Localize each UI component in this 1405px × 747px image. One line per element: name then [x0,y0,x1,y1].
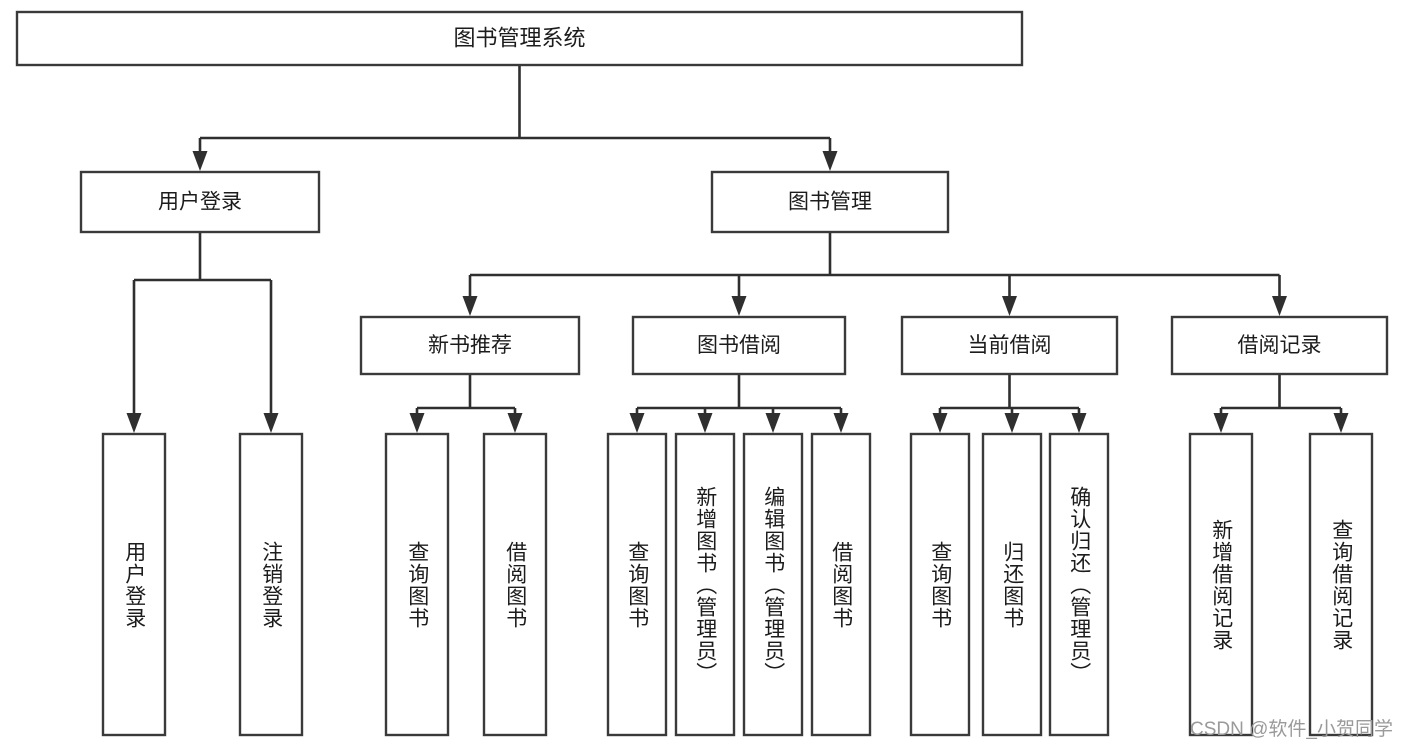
arrowhead-leaf-query-book-rec [409,413,425,433]
node-leaf-edit-book[interactable] [742,432,804,737]
arrowhead-new-book-rec [462,296,478,316]
arrowhead-leaf-query-book-current [932,413,948,433]
node-box-leaf-borrow-book-rec[interactable] [482,432,548,737]
node-leaf-borrow-book[interactable] [810,432,872,737]
csdn-watermark: CSDN @软件_小贺同学 [1190,719,1393,740]
node-box-layer [15,10,1389,737]
node-box-root[interactable] [15,10,1024,67]
node-box-leaf-return-book[interactable] [981,432,1043,737]
node-box-leaf-user-logout[interactable] [238,432,304,737]
node-leaf-return-book[interactable] [981,432,1043,737]
node-leaf-query-book-current[interactable] [909,432,971,737]
connector-layer [126,65,1349,433]
arrowhead-borrow-record [1272,296,1287,316]
arrowhead-book-borrow [731,296,747,316]
arrowhead-book-manage [822,151,838,171]
node-leaf-add-record[interactable] [1188,432,1254,737]
node-borrow-record[interactable] [1170,315,1389,376]
arrowhead-leaf-user-logout [263,413,279,433]
node-box-book-borrow[interactable] [631,315,847,376]
arrowhead-leaf-add-record [1213,413,1229,433]
node-box-leaf-confirm-return[interactable] [1048,432,1110,737]
node-leaf-borrow-book-rec[interactable] [482,432,548,737]
arrowhead-leaf-borrow-book-rec [507,413,523,433]
node-box-user-login[interactable] [79,170,321,234]
node-box-current-borrow[interactable] [900,315,1119,376]
node-root[interactable] [15,10,1024,67]
node-label-book-manage: 图书管理 [788,191,872,214]
node-current-borrow[interactable] [900,315,1119,376]
node-label-user-login: 用户登录 [158,191,242,214]
node-label-root: 图书管理系统 [453,25,585,50]
arrowhead-leaf-borrow-book [833,413,849,433]
node-box-new-book-rec[interactable] [359,315,581,376]
node-box-leaf-user-login[interactable] [101,432,167,737]
node-box-leaf-borrow-book[interactable] [810,432,872,737]
node-leaf-confirm-return[interactable] [1048,432,1110,737]
arrowhead-user-login [192,151,208,171]
node-box-book-manage[interactable] [710,170,950,234]
arrowhead-leaf-query-record [1333,413,1349,433]
node-label-book-borrow: 图书借阅 [697,334,781,357]
node-new-book-rec[interactable] [359,315,581,376]
node-user-login[interactable] [79,170,321,234]
node-box-leaf-edit-book[interactable] [742,432,804,737]
arrowhead-leaf-edit-book [765,413,781,433]
node-leaf-query-record[interactable] [1308,432,1374,737]
arrowhead-leaf-query-book-borrow [629,413,645,433]
node-book-borrow[interactable] [631,315,847,376]
node-label-borrow-record: 借阅记录 [1238,334,1322,357]
node-box-leaf-add-book[interactable] [674,432,736,737]
node-leaf-user-login[interactable] [101,432,167,737]
node-leaf-query-book-borrow[interactable] [606,432,668,737]
arrowhead-leaf-add-book [697,413,713,433]
node-book-manage[interactable] [710,170,950,234]
node-box-leaf-query-book-current[interactable] [909,432,971,737]
node-box-leaf-query-book-borrow[interactable] [606,432,668,737]
node-box-leaf-query-record[interactable] [1308,432,1374,737]
node-label-new-book-rec: 新书推荐 [428,334,512,357]
arrowhead-leaf-confirm-return [1071,413,1087,433]
arrowhead-leaf-return-book [1004,413,1020,433]
node-leaf-add-book[interactable] [674,432,736,737]
node-box-leaf-query-book-rec[interactable] [384,432,450,737]
node-leaf-query-book-rec[interactable] [384,432,450,737]
arrowhead-leaf-user-login [126,413,142,433]
node-box-leaf-add-record[interactable] [1188,432,1254,737]
arrowhead-current-borrow [1002,296,1017,316]
node-label-current-borrow: 当前借阅 [968,334,1052,357]
node-leaf-user-logout[interactable] [238,432,304,737]
node-box-borrow-record[interactable] [1170,315,1389,376]
